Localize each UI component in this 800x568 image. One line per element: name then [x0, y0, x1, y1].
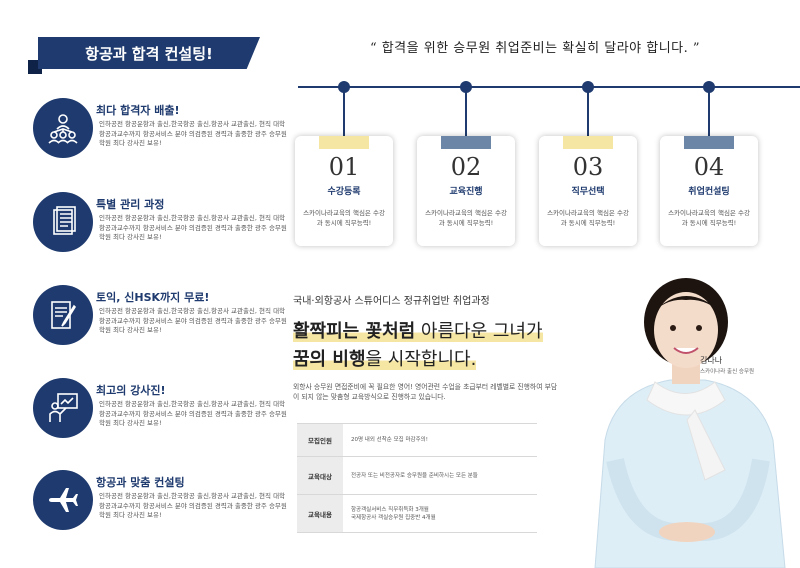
table-row: 모집인원 20명 내외 선착순 모집 마감주의! [297, 423, 537, 457]
step-title: 교육진행 [449, 187, 483, 197]
step-tab [563, 136, 613, 149]
step-title: 직무선택 [571, 187, 605, 197]
course-headline: 활짝피는 꽃처럼 아름다운 그녀가 꿈의 비행을 시작합니다. [293, 318, 543, 374]
feature-description: 인하공전 항공운항과 출신,한국항공 출신,항공사 교관출신, 현직 대학항공과… [99, 492, 287, 519]
timeline-stem [587, 92, 589, 136]
step-description: 스카이나라교육의 핵심은 수강과 동시에 직무능력! [303, 209, 385, 227]
row-label: 교육내용 [297, 495, 343, 532]
timeline-dot [338, 81, 350, 93]
document-icon [33, 192, 93, 252]
feature-title: 특별 관리 과정 [96, 198, 165, 211]
timeline-stem [708, 92, 710, 136]
feature-title: 토익, 신HSK까지 무료! [96, 291, 210, 304]
headline-text: 아름다운 그녀가 [415, 321, 543, 342]
consulting-banner: 항공과 합격 컨설팅! [38, 37, 260, 69]
presenter-board-icon [33, 378, 93, 438]
step-description: 스카이나라교육의 핵심은 수강과 동시에 직무능력! [668, 209, 750, 227]
feature-description: 인하공전 항공운항과 출신,한국항공 출신,항공사 교관출신, 현직 대학항공과… [99, 307, 287, 334]
step-number: 03 [572, 153, 604, 181]
course-info-table: 모집인원 20명 내외 선착순 모집 마감주의! 교육대상 전공자 또는 비전공… [297, 423, 537, 533]
step-title: 수강등록 [327, 187, 361, 197]
feature-item: 최다 합격자 배출! 인하공전 항공운항과 출신,한국항공 출신,항공사 교관출… [33, 98, 287, 180]
timeline-stem [343, 92, 345, 136]
step-description: 스카이나라교육의 핵심은 수강과 동시에 직무능력! [425, 209, 507, 227]
feature-item: 특별 관리 과정 인하공전 항공운항과 출신,한국항공 출신,항공사 교관출신,… [33, 192, 287, 274]
headline-highlight: 꿈의 비행 [293, 349, 366, 370]
person-role: 스카이나라 출신 승무원 [700, 369, 755, 375]
timeline-dot [703, 81, 715, 93]
headline-quote: “ 합격을 위한 승무원 취업준비는 확실히 달라야 합니다. ” [369, 41, 701, 56]
step-card: 04 취업컨설팅 스카이나라교육의 핵심은 수강과 동시에 직무능력! [660, 136, 758, 246]
timeline-line [298, 86, 800, 88]
step-number: 04 [693, 153, 725, 181]
timeline-dot [582, 81, 594, 93]
timeline-dot [460, 81, 472, 93]
row-label: 모집인원 [297, 424, 343, 456]
headline-highlight: 활짝피는 꽃처럼 [293, 321, 416, 342]
feature-item: 항공과 맞춤 컨설팅 인하공전 항공운항과 출신,한국항공 출신,항공사 교관출… [33, 470, 287, 552]
headline-text: 을 시작합니다. [365, 349, 477, 370]
course-subheading: 국내·외항공사 스튜어디스 정규취업반 취업과정 [293, 296, 490, 307]
step-description: 스카이나라교육의 핵심은 수강과 동시에 직무능력! [547, 209, 629, 227]
people-network-icon [33, 98, 93, 158]
table-row: 교육대상 전공자 또는 비전공자로 승무원을 준비하시는 모든 분들 [297, 457, 537, 495]
feature-title: 최다 합격자 배출! [96, 104, 180, 117]
pen-paper-icon [33, 285, 93, 345]
step-tab [684, 136, 734, 149]
row-value: 20명 내외 선착순 모집 마감주의! [351, 437, 428, 443]
step-number: 02 [450, 153, 482, 181]
feature-title: 항공과 맞춤 컨설팅 [96, 476, 185, 489]
row-value: 전공자 또는 비전공자로 승무원을 준비하시는 모든 분들 [351, 472, 478, 479]
step-tab [319, 136, 369, 149]
feature-item: 최고의 강사진! 인하공전 항공운항과 출신,한국항공 출신,항공사 교관출신,… [33, 378, 287, 460]
course-intro: 외항사 승무원 면접준비에 꼭 필요한 영어! 영어관련 수업을 초급부터 레벨… [293, 383, 558, 401]
airplane-icon [33, 470, 93, 530]
flight-attendant-photo [594, 278, 786, 568]
step-card: 01 수강등록 스카이나라교육의 핵심은 수강과 동시에 직무능력! [295, 136, 393, 246]
person-name: 김나나 [700, 356, 723, 365]
step-card: 02 교육진행 스카이나라교육의 핵심은 수강과 동시에 직무능력! [417, 136, 515, 246]
row-label: 교육대상 [297, 457, 343, 494]
feature-item: 토익, 신HSK까지 무료! 인하공전 항공운항과 출신,한국항공 출신,항공사… [33, 285, 287, 367]
step-tab [441, 136, 491, 149]
feature-description: 인하공전 항공운항과 출신,한국항공 출신,항공사 교관출신, 현직 대학항공과… [99, 214, 287, 241]
step-title: 취업컨설팅 [688, 187, 730, 197]
feature-description: 인하공전 항공운항과 출신,한국항공 출신,항공사 교관출신, 현직 대학항공과… [99, 120, 287, 147]
feature-description: 인하공전 항공운항과 출신,한국항공 출신,항공사 교관출신, 현직 대학항공과… [99, 400, 287, 427]
timeline-stem [465, 92, 467, 136]
feature-title: 최고의 강사진! [96, 384, 166, 397]
step-card: 03 직무선택 스카이나라교육의 핵심은 수강과 동시에 직무능력! [539, 136, 637, 246]
step-number: 01 [328, 153, 360, 181]
